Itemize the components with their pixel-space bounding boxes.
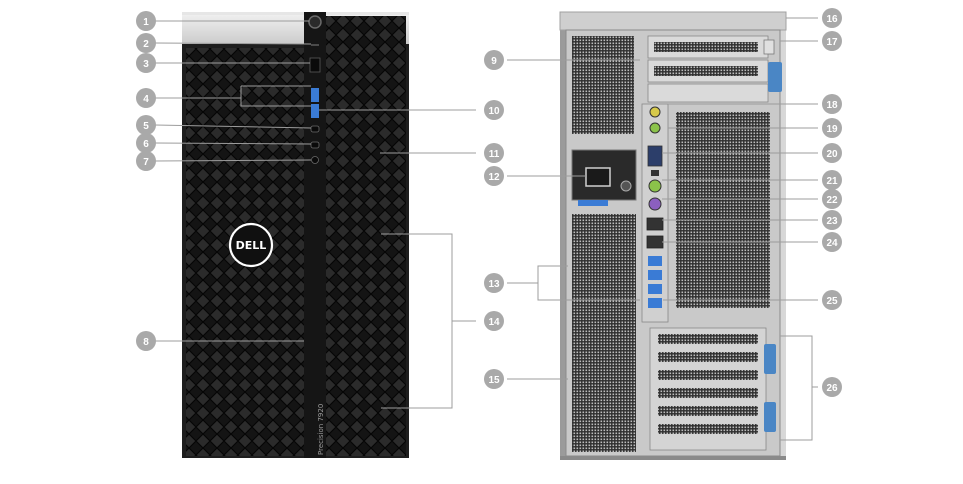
usb-c-port-2 (310, 141, 320, 149)
power-button-icon (308, 15, 322, 29)
rear-io-panel (641, 103, 669, 323)
network-port-1 (646, 217, 664, 231)
callout-label: 23 (826, 216, 838, 227)
rear-left-vent (572, 214, 636, 452)
callout-label: 9 (491, 56, 497, 67)
callout-3: 3 (136, 53, 156, 73)
callout-20: 20 (822, 143, 842, 163)
callout-4: 4 (136, 88, 156, 108)
lower-latch-1 (764, 344, 776, 374)
callout-label: 20 (826, 149, 838, 160)
ps2-mouse-port (648, 179, 662, 193)
callout-label: 16 (826, 14, 838, 25)
model-label: Precision 7920 (317, 404, 325, 455)
callout-17: 17 (822, 31, 842, 51)
rear-chassis (559, 11, 787, 460)
callout-18: 18 (822, 94, 842, 114)
callout-10: 10 (484, 100, 504, 120)
callout-22: 22 (822, 189, 842, 209)
ps2-keyboard-port (648, 197, 662, 211)
callout-19: 19 (822, 118, 842, 138)
power-connector-icon (585, 167, 611, 187)
leader-lines (154, 17, 818, 441)
callout-label: 7 (143, 157, 149, 168)
line-in-jack (649, 122, 661, 134)
front-right-mesh (326, 16, 406, 456)
lower-latch-2 (764, 402, 776, 432)
callout-label: 24 (826, 238, 838, 249)
usb-port-1 (311, 88, 319, 102)
callout-11: 11 (484, 143, 504, 163)
callout-label: 12 (488, 172, 500, 183)
callout-label: 17 (826, 37, 838, 48)
serial-port (647, 145, 663, 167)
callout-24: 24 (822, 232, 842, 252)
dell-logo-text: DELL (236, 239, 267, 252)
callout-2: 2 (136, 33, 156, 53)
callout-13: 13 (484, 273, 504, 293)
callout-14: 14 (484, 311, 504, 331)
callout-label: 25 (826, 296, 838, 307)
activity-light (311, 44, 319, 46)
sd-card-slot (309, 57, 321, 73)
callout-16: 16 (822, 8, 842, 28)
callout-markers: 1 2 3 4 5 6 7 8 9 10 11 12 13 14 15 16 1… (136, 8, 842, 397)
network-port-2 (646, 235, 664, 249)
callout-label: 4 (143, 94, 149, 105)
dell-logo-icon (228, 222, 274, 268)
rear-usb-port-4 (648, 298, 662, 308)
callout-label: 19 (826, 124, 838, 135)
rear-usb-port-3 (648, 284, 662, 294)
padlock-ring-icon (763, 39, 775, 55)
callout-label: 1 (143, 17, 149, 28)
callout-label: 5 (143, 121, 149, 132)
rear-top-vent (572, 36, 634, 134)
callout-label: 10 (488, 106, 500, 117)
callout-label: 11 (489, 149, 500, 160)
callout-1: 1 (136, 11, 156, 31)
rear-usb-port-1 (648, 256, 662, 266)
callout-label: 6 (143, 139, 149, 150)
callout-25: 25 (822, 290, 842, 310)
callout-label: 8 (143, 337, 149, 348)
callout-label: 13 (488, 279, 500, 290)
front-chassis: DELL Precision 7920 (182, 12, 409, 458)
rear-usb-port-2 (648, 270, 662, 280)
callout-21: 21 (822, 170, 842, 190)
callout-9: 9 (484, 50, 504, 70)
callout-label: 26 (826, 383, 838, 394)
front-io-strip (304, 12, 326, 458)
line-out-jack (649, 106, 661, 118)
top-pcie-slots (647, 35, 769, 103)
bottom-pcie-slots (649, 327, 767, 451)
callout-5: 5 (136, 115, 156, 135)
callout-label: 21 (826, 176, 838, 187)
top-latch-blue (768, 62, 782, 92)
callout-26: 26 (822, 377, 842, 397)
callout-label: 2 (143, 39, 149, 50)
usb-c-port-1 (310, 125, 320, 133)
rear-right-vent (676, 112, 770, 308)
callout-12: 12 (484, 166, 504, 186)
callout-6: 6 (136, 133, 156, 153)
callout-label: 18 (826, 100, 838, 111)
usb-port-2 (311, 104, 319, 118)
callout-8: 8 (136, 331, 156, 351)
callout-label: 14 (488, 317, 500, 328)
callout-23: 23 (822, 210, 842, 230)
callout-label: 22 (826, 195, 838, 206)
callout-label: 3 (143, 59, 149, 70)
callout-7: 7 (136, 151, 156, 171)
audio-jack (311, 156, 319, 164)
callout-label: 15 (488, 375, 500, 386)
callout-15: 15 (484, 369, 504, 389)
